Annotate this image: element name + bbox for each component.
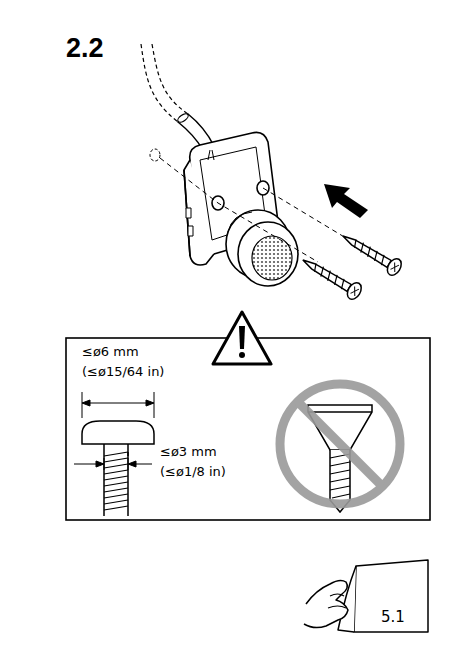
dimension-text: (≤ø15/64 in): [82, 365, 164, 380]
screw: [298, 252, 364, 301]
dimension-text: (≤ø1/8 in): [160, 465, 226, 480]
wall-hole: [150, 149, 160, 161]
dimension-line: [74, 392, 154, 470]
page-reference-icon: [304, 560, 428, 632]
step-number: 2.2: [66, 33, 104, 64]
dimension-text: ≤ø6 mm: [82, 345, 139, 360]
pan-head-screw: [82, 421, 154, 516]
guide-line: [160, 158, 346, 262]
cable: [141, 44, 214, 150]
warning-symbol: [213, 312, 271, 364]
screw: [338, 228, 404, 277]
sensor-device: [184, 132, 298, 286]
prohibition-sign: [280, 384, 400, 504]
page-reference: 5.1: [381, 609, 405, 626]
direction-arrow: [324, 184, 368, 218]
dimension-text: ≤ø3 mm: [160, 445, 217, 460]
